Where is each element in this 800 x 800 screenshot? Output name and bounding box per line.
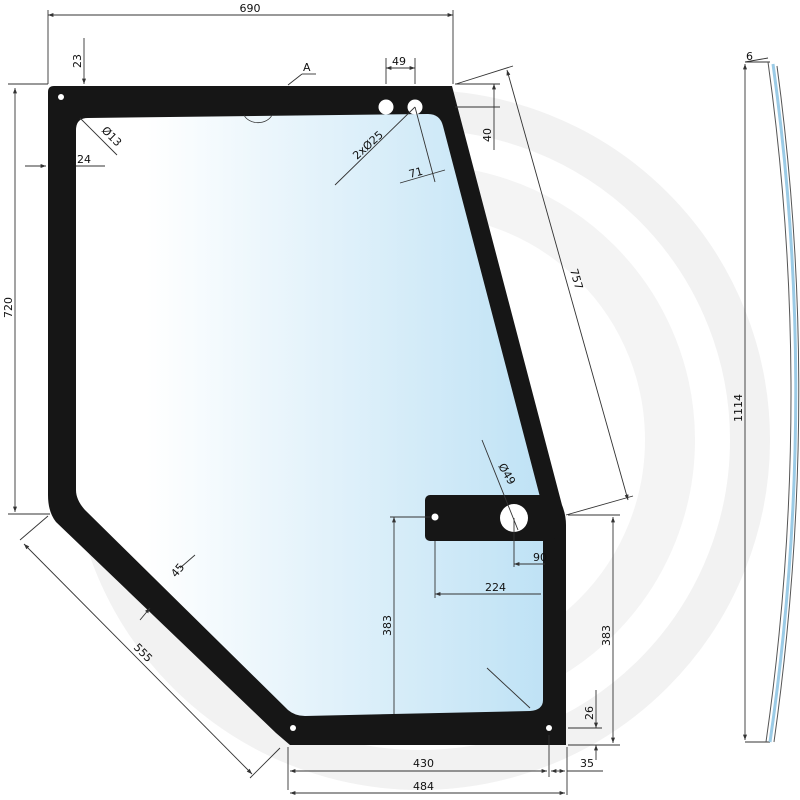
top-hole-1 bbox=[378, 99, 394, 115]
dim-right-edge: 757 bbox=[567, 267, 585, 291]
edge-label-a: A bbox=[303, 61, 311, 74]
bracket-small-hole bbox=[431, 513, 439, 521]
dim-bracket-height-left: 383 bbox=[381, 615, 394, 636]
dim-bracket-offset: 90 bbox=[533, 551, 547, 564]
corner-hole-top-left bbox=[58, 94, 64, 100]
dim-side-offset: 24 bbox=[77, 153, 91, 166]
dim-profile-length: 1114 bbox=[732, 394, 745, 422]
side-profile bbox=[765, 61, 800, 743]
corner-hole-bottom-left bbox=[290, 725, 296, 731]
dim-hole-depth: 40 bbox=[481, 128, 494, 142]
corner-hole-bottom-right bbox=[546, 725, 552, 731]
dim-hole-spacing: 49 bbox=[392, 55, 406, 68]
dim-overall-width: 690 bbox=[240, 2, 261, 15]
dimension-lines bbox=[8, 10, 770, 796]
dim-bottom-overall: 484 bbox=[413, 780, 434, 793]
dim-bottom-edge-offset: 35 bbox=[580, 757, 594, 770]
dim-bottom-hole-height: 26 bbox=[583, 706, 596, 720]
dim-bottom-inner: 430 bbox=[413, 757, 434, 770]
dim-left-height: 720 bbox=[2, 297, 15, 318]
notch-outline bbox=[243, 114, 273, 124]
dim-bracket-height-right: 383 bbox=[600, 625, 613, 646]
dim-bracket-width: 224 bbox=[485, 581, 506, 594]
dim-top-offset: 23 bbox=[71, 54, 84, 68]
dim-profile-depth: 6 bbox=[746, 50, 753, 63]
dim-hole-offset: 71 bbox=[407, 165, 424, 181]
hinge-bracket bbox=[425, 495, 555, 541]
